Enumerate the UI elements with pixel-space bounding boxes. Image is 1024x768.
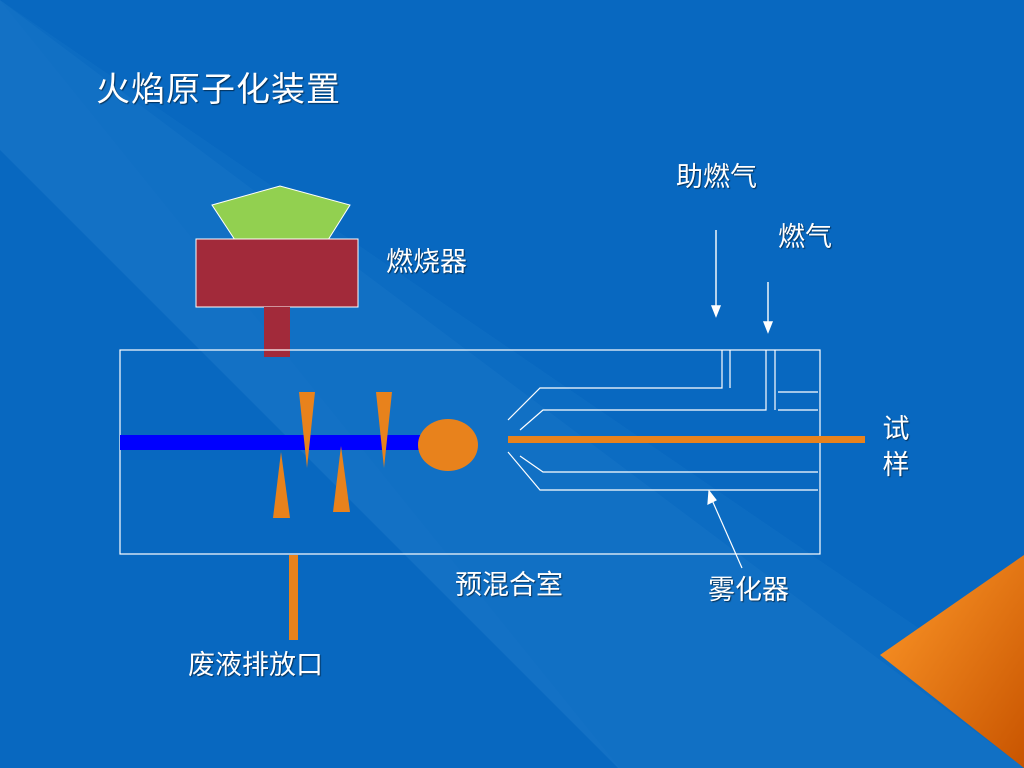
baffle-2 xyxy=(376,392,392,468)
sample-label-line1: 试 xyxy=(882,414,910,445)
waste-outlet-tube xyxy=(289,555,298,640)
oxidant-arrow xyxy=(710,230,722,318)
burner-body xyxy=(195,238,359,308)
sample-capillary xyxy=(508,436,865,443)
nebulizer-outline xyxy=(507,350,818,491)
slide-title: 火焰原子化装置 xyxy=(96,70,341,110)
baffle-3 xyxy=(273,452,290,518)
nebulizer-pointer xyxy=(707,489,743,569)
oxidant-gas-label: 助燃气 xyxy=(676,162,757,193)
baffle-4 xyxy=(333,446,350,512)
burner-head xyxy=(211,185,351,241)
spray-tube xyxy=(120,435,430,450)
premix-chamber-outline xyxy=(119,349,821,555)
baffle-1 xyxy=(299,392,315,468)
premix-chamber-label: 预混合室 xyxy=(455,570,563,601)
burner-stem xyxy=(264,307,290,357)
nebulizer-label: 雾化器 xyxy=(708,575,789,606)
sample-label-line2: 样 xyxy=(882,450,910,481)
waste-outlet-label: 废液排放口 xyxy=(188,650,323,681)
burner-label: 燃烧器 xyxy=(386,247,467,278)
impact-bead xyxy=(418,419,478,471)
fuel-gas-label: 燃气 xyxy=(778,222,832,253)
fuel-arrow xyxy=(762,282,774,334)
sample-label: 试 样 xyxy=(878,412,914,484)
corner-accent xyxy=(880,555,1024,768)
